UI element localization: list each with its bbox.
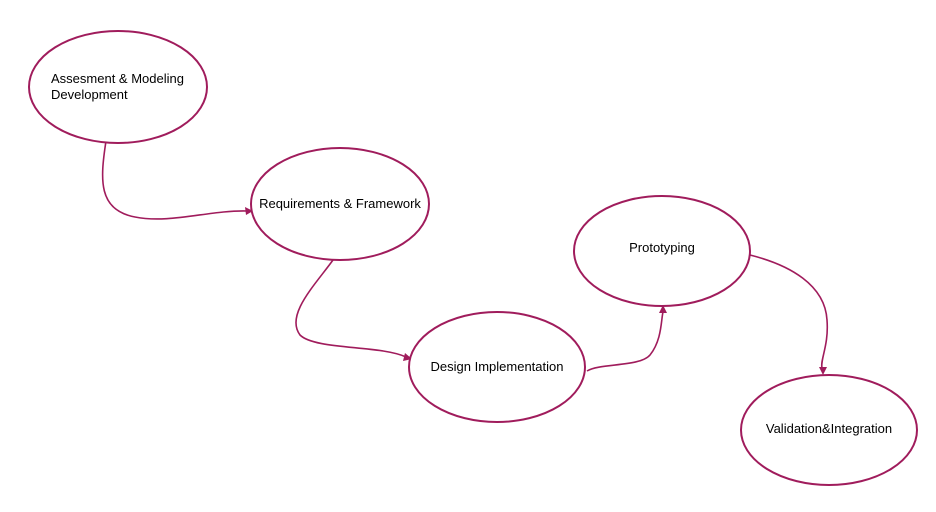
arrowhead-prototyping	[659, 305, 667, 313]
edge-design-to-prototyping	[586, 311, 664, 372]
node-requirements: Requirements & Framework	[250, 147, 430, 261]
arrowhead-validation	[819, 367, 827, 375]
node-label: Assesment & Modeling Development	[51, 71, 188, 102]
node-label: Design Implementation	[431, 359, 564, 374]
node-prototyping: Prototyping	[573, 195, 751, 307]
edge-assessment-to-requirements	[101, 140, 248, 220]
node-assessment: Assesment & Modeling Development	[28, 30, 208, 144]
arrowhead-requirements	[245, 207, 253, 215]
node-design: Design Implementation	[408, 311, 586, 423]
node-label: Requirements & Framework	[259, 196, 421, 211]
edge-requirements-to-design	[295, 259, 407, 358]
edges	[101, 140, 829, 375]
node-label: Validation&Integration	[766, 421, 892, 436]
node-validation: Validation&Integration	[740, 374, 918, 486]
edge-prototyping-to-validation	[749, 254, 829, 369]
node-label: Prototyping	[629, 240, 695, 255]
